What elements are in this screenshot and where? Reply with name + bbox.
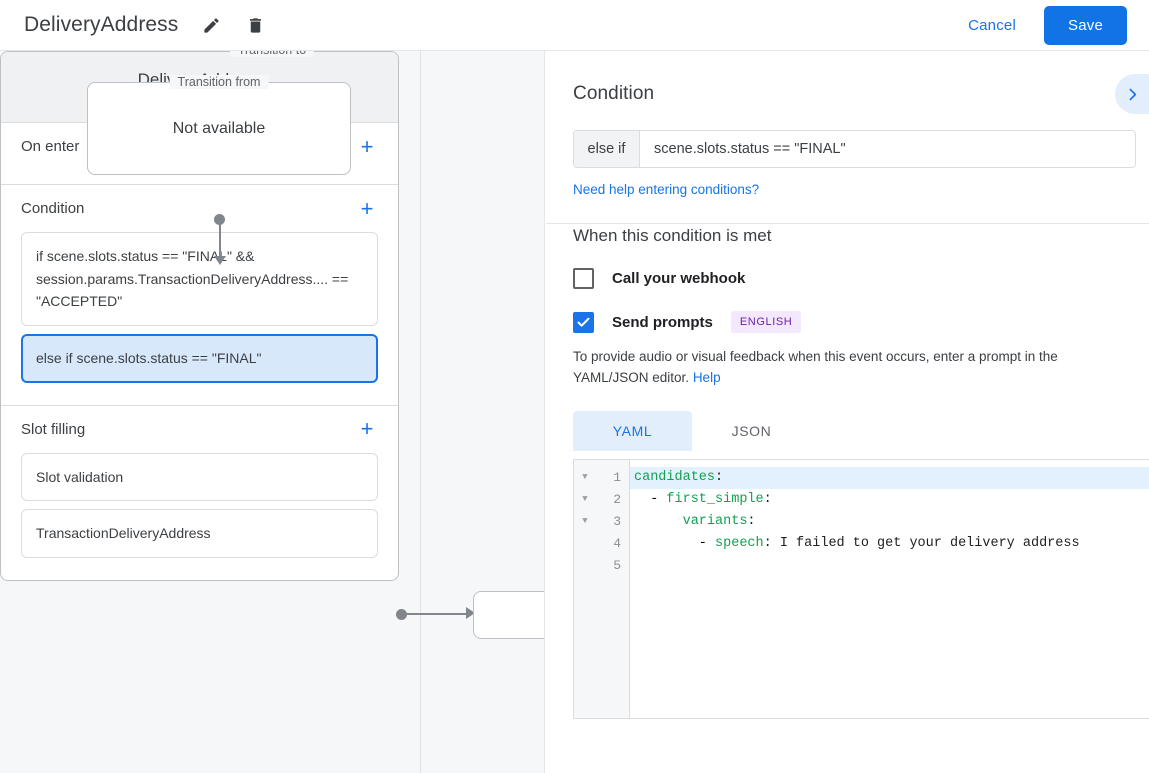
connector-line — [219, 219, 221, 259]
cancel-button[interactable]: Cancel — [954, 9, 1030, 42]
section-header: On enter + — [21, 123, 378, 170]
selected-condition-arrow — [466, 607, 475, 619]
chevron-right-icon[interactable] — [1115, 74, 1149, 114]
connector-arrow — [214, 256, 226, 265]
condition-input[interactable] — [640, 131, 1135, 167]
gutter-line: 5 — [574, 555, 629, 577]
fold-toggle-icon[interactable]: ▼ — [582, 516, 588, 527]
trash-icon[interactable] — [244, 14, 266, 36]
details-panel: Condition else if Need help entering con… — [546, 51, 1149, 773]
line-number: 3 — [613, 514, 621, 530]
fold-toggle-icon[interactable]: ▼ — [582, 472, 588, 483]
code-line — [630, 555, 1149, 577]
prompts-help-sentence: To provide audio or visual feedback when… — [573, 349, 1058, 385]
transition-from-card[interactable]: Transition from Not available — [87, 75, 351, 175]
gutter-line: 4 — [574, 533, 629, 555]
pencil-icon[interactable] — [200, 14, 222, 36]
gutter-line: ▼3 — [574, 511, 629, 533]
language-badge: ENGLISH — [730, 311, 802, 333]
tab-json[interactable]: JSON — [731, 422, 772, 439]
transition-from-legend: Transition from — [169, 75, 269, 89]
slot-item[interactable]: TransactionDeliveryAddress — [21, 509, 378, 559]
call-webhook-label: Call your webhook — [612, 270, 746, 287]
condition-met-section: When this condition is met Call your web… — [546, 199, 1149, 719]
code-line: - first_simple: — [634, 491, 772, 507]
send-prompts-row[interactable]: Send prompts ENGLISH — [573, 311, 1122, 333]
condition-item[interactable]: if scene.slots.status == "FINAL" && sess… — [21, 232, 378, 327]
add-condition-button[interactable]: + — [360, 195, 374, 221]
code-line: - speech: I failed to get your delivery … — [634, 535, 1080, 551]
canvas-vertical-divider — [420, 51, 421, 773]
code-line: candidates: — [630, 466, 1149, 489]
condition-item-selected[interactable]: else if scene.slots.status == "FINAL" — [21, 334, 378, 383]
section-header: Condition + — [21, 185, 378, 232]
section-slot-filling: Slot filling + Slot validation Transacti… — [1, 406, 398, 580]
condition-met-heading: When this condition is met — [573, 226, 772, 245]
section-condition: Condition + if scene.slots.status == "FI… — [1, 185, 398, 406]
add-slot-filling-button[interactable]: + — [360, 416, 374, 442]
section-title: Condition — [21, 200, 85, 217]
condition-editor-section: Condition else if Need help entering con… — [546, 51, 1149, 199]
prompts-help-link[interactable]: Help — [692, 369, 721, 385]
condition-heading: Condition — [573, 83, 655, 104]
line-number: 5 — [613, 558, 621, 574]
code-line: variants: — [682, 513, 756, 529]
editor-format-tabs: YAML JSON — [573, 410, 1122, 451]
code-editor[interactable]: ▼1 ▼2 ▼3 4 5 candidates: - first_simple:… — [573, 458, 1149, 719]
transition-to-legend: Transition to — [229, 51, 315, 57]
webhook-row[interactable]: Call your webhook — [573, 268, 1122, 289]
editor-gutter: ▼1 ▼2 ▼3 4 5 — [574, 459, 630, 718]
slot-item[interactable]: Slot validation — [21, 452, 378, 502]
send-prompts-label: Send prompts — [612, 313, 713, 331]
section-header: Slot filling + — [21, 406, 378, 453]
condition-help-link[interactable]: Need help entering conditions? — [573, 182, 760, 197]
prompts-help-text: To provide audio or visual feedback when… — [573, 347, 1128, 389]
section-title: Slot filling — [21, 420, 86, 438]
line-number: 1 — [613, 470, 621, 486]
selected-condition-dot — [396, 609, 407, 620]
page-title: DeliveryAddress — [24, 13, 179, 36]
app-header: DeliveryAddress Cancel Save — [0, 0, 1149, 51]
add-on-enter-button[interactable]: + — [360, 133, 374, 159]
target-node-partial[interactable] — [473, 591, 544, 639]
flow-canvas: Transition from Not available Transition… — [0, 51, 545, 773]
section-on-enter: On enter + — [1, 123, 398, 185]
gutter-line: ▼1 — [574, 467, 629, 489]
fold-toggle-icon[interactable]: ▼ — [582, 494, 588, 505]
panel-divider — [546, 223, 1149, 224]
transition-from-value: Not available — [172, 119, 266, 137]
tab-yaml[interactable]: YAML — [573, 410, 692, 451]
selected-condition-edge — [402, 613, 470, 615]
condition-input-row: else if — [573, 130, 1136, 168]
section-title: On enter — [21, 138, 80, 155]
editor-code-area[interactable]: candidates: - first_simple: variants: - … — [630, 460, 1149, 718]
line-number: 2 — [613, 492, 621, 508]
send-prompts-checkbox[interactable] — [573, 311, 594, 333]
line-number: 4 — [613, 536, 621, 552]
call-webhook-checkbox[interactable] — [573, 268, 594, 289]
gutter-line: ▼2 — [574, 489, 629, 511]
header-actions: Cancel Save — [954, 5, 1149, 45]
condition-prefix-label: else if — [574, 131, 640, 167]
save-button[interactable]: Save — [1044, 5, 1127, 45]
